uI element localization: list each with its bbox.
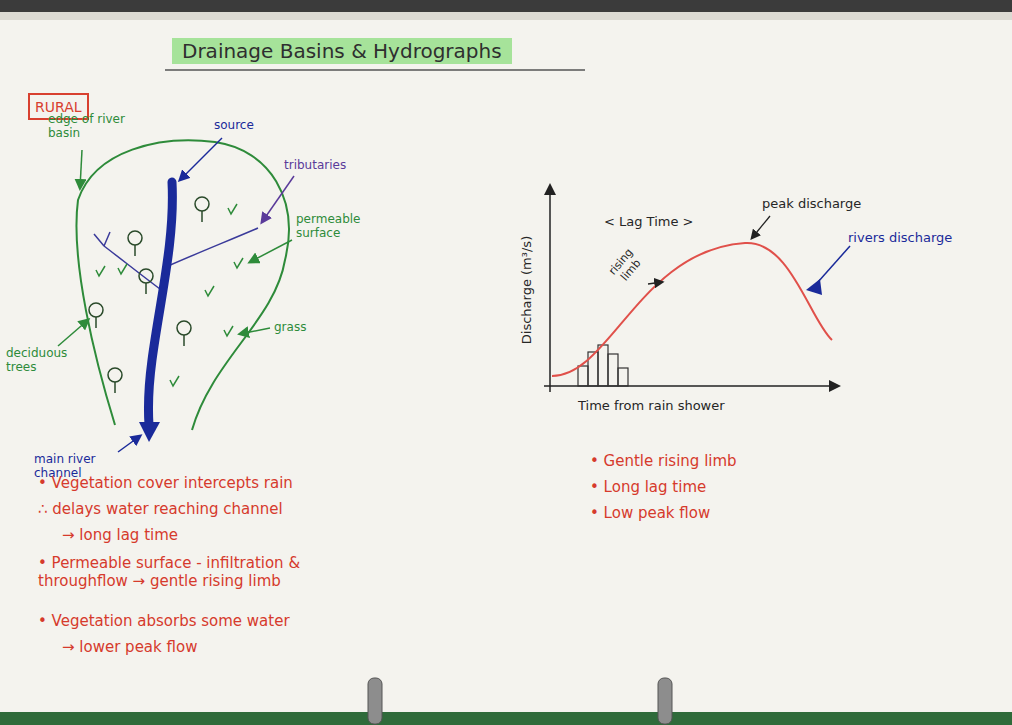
graph-label: < Lag Time > [604,214,693,230]
illustration-label: deciduous trees [6,346,72,375]
drawing-part [139,269,153,283]
page-edge [0,12,1012,20]
main-river [148,182,172,425]
illustration-label: tributaries [284,158,346,172]
leader-line [818,246,850,282]
drawing-part [145,283,147,294]
trees [89,197,209,393]
drawing-part [578,366,588,386]
drawing-part [598,345,608,386]
illustration-label: grass [274,320,306,334]
leader-line [752,216,770,238]
binder-ring [368,678,382,724]
drawing-part [195,197,209,211]
drawing-part [128,231,142,245]
tributary [104,246,164,292]
drawing-part [118,264,127,274]
leader-line [58,320,88,346]
drawing-part [201,211,203,222]
graph-label: rivers discharge [848,230,952,246]
leader-line [262,176,294,222]
illustration-label: permeable surface [296,212,366,241]
note-text: • Long lag time [590,478,706,496]
note-text: • Low peak flow [590,504,710,522]
river-arrowhead [139,422,160,442]
leader-line [118,436,140,452]
drawing-part [89,303,103,317]
leader-line [240,328,270,334]
note-text: • Vegetation absorbs some water [38,612,290,630]
drawing-part [170,376,179,386]
title-highlight: Drainage Basins & Hydrographs [172,38,512,64]
leader-line [80,150,82,188]
grass-ticks [96,204,243,386]
drawing-part [608,354,618,386]
drawing-part [618,368,628,386]
leader-line [250,240,292,262]
y-axis [549,186,551,392]
underline [165,69,585,71]
drawing-part [205,286,214,296]
drawing-part [108,368,122,382]
tributary [94,232,110,246]
drawing-part [183,335,185,346]
rainfall-bars [578,345,628,386]
note-text: • Vegetation cover intercepts rain [38,474,293,492]
tributary [168,228,258,266]
drawing-part [234,258,243,268]
graph-label: peak discharge [762,196,861,212]
drawing-part [96,266,105,276]
graph-label: Time from rain shower [578,398,725,414]
illustration-label: source [214,118,254,132]
page-edge [0,0,1012,12]
drawing-part [224,326,233,336]
drawing-part [134,245,136,256]
note-text: → lower peak flow [62,638,197,656]
drawing-part [177,321,191,335]
note-text: ∴ delays water reaching channel [38,500,283,518]
discharge-curve [552,243,832,376]
note-text: → long lag time [62,526,178,544]
graph-label: Discharge (m³/s) [519,236,535,344]
page-edge [0,712,1012,725]
basin-outline [76,140,288,430]
leader-arrowhead [806,279,822,295]
drawing-part [114,382,116,393]
drawing-part [95,317,97,328]
note-text: • Gentle rising limb [590,452,737,470]
graph-label: rising limb [602,241,649,290]
leader-line [648,282,662,284]
drawing-part [228,204,237,214]
leader-line [180,138,222,180]
illustration-label: edge of river basin [48,112,128,141]
note-text: • Permeable surface - infiltration & thr… [38,554,368,590]
binder-ring [658,678,672,724]
